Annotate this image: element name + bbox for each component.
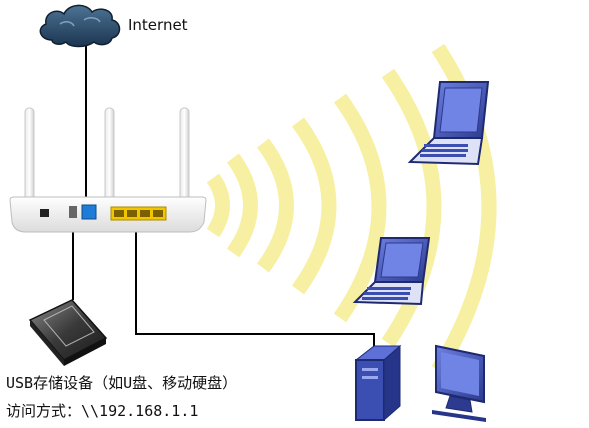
- external-hard-drive-icon: [28, 299, 108, 366]
- wan-port: [81, 204, 97, 220]
- access-method-label: 访问方式：\\192.168.1.1: [6, 402, 199, 420]
- wifi-arc-4: [291, 117, 337, 295]
- router-icon: [9, 107, 207, 233]
- lan-cable: [135, 222, 375, 348]
- internet-label: Internet: [128, 16, 188, 34]
- wifi-arc-5: [333, 93, 387, 323]
- laptop-middle-icon: [352, 237, 431, 306]
- router-antenna-right: [179, 107, 190, 204]
- wifi-arc-6: [381, 68, 442, 348]
- power-port: [40, 209, 49, 217]
- lan-ports: [110, 206, 167, 221]
- router-antenna-left: [24, 107, 35, 204]
- usb-storage-label: USB存储设备（如U盘、移动硬盘）: [6, 374, 238, 392]
- cloud-icon: [39, 4, 121, 48]
- desktop-pc-icon: [354, 344, 486, 422]
- wifi-arc-2: [226, 153, 258, 258]
- wifi-arc-3: [256, 138, 294, 273]
- wifi-arc-1: [206, 173, 230, 238]
- laptop-top-icon: [407, 81, 490, 166]
- usb-port: [69, 206, 77, 218]
- router-antenna-middle: [104, 107, 115, 204]
